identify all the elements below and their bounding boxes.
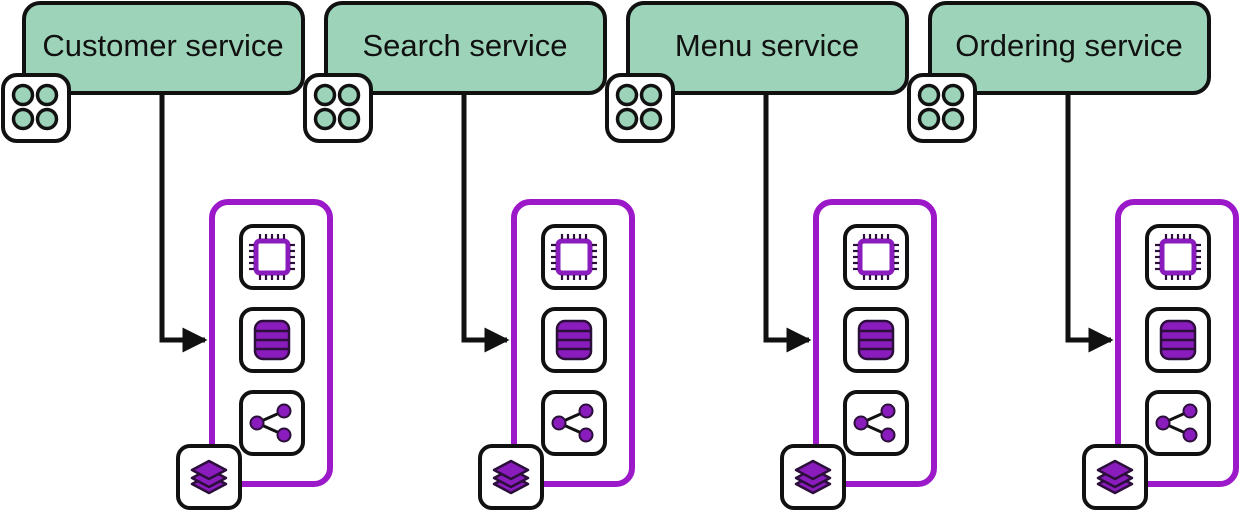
service-to-infrastructure-arrow bbox=[159, 93, 208, 353]
chip-body bbox=[1159, 238, 1197, 276]
module-icon-dot bbox=[35, 83, 59, 107]
stack-layer bbox=[492, 459, 530, 481]
chip-body bbox=[555, 238, 593, 276]
service-box bbox=[626, 1, 909, 95]
service-label: Customer service bbox=[42, 28, 283, 63]
layers-stack-icon bbox=[780, 444, 846, 510]
share-node bbox=[249, 415, 265, 431]
share-node bbox=[853, 415, 869, 431]
service-box bbox=[324, 1, 607, 95]
database-icon bbox=[843, 307, 909, 373]
share-node bbox=[276, 427, 292, 443]
cpu-chip-icon bbox=[843, 224, 909, 290]
service-label: Ordering service bbox=[955, 28, 1182, 63]
service-column: Ordering service bbox=[907, 1, 1239, 510]
four-dots-module-icon bbox=[907, 73, 977, 143]
share-network-icon bbox=[541, 390, 607, 456]
module-icon-dot bbox=[917, 83, 941, 107]
stack-layer bbox=[1096, 459, 1134, 481]
layers-stack-icon bbox=[478, 444, 544, 510]
module-icon-dot bbox=[337, 107, 361, 131]
layers-stack-icon bbox=[176, 444, 242, 510]
module-icon-dot bbox=[11, 83, 35, 107]
module-icon-dot bbox=[337, 83, 361, 107]
share-node bbox=[1182, 403, 1198, 419]
layers-stack-icon bbox=[1082, 444, 1148, 510]
module-icon-dot bbox=[615, 107, 639, 131]
share-node bbox=[1182, 427, 1198, 443]
share-node bbox=[578, 403, 594, 419]
share-node bbox=[880, 403, 896, 419]
service-column: Search service bbox=[303, 1, 635, 510]
share-node bbox=[551, 415, 567, 431]
service-to-infrastructure-arrow bbox=[763, 93, 812, 353]
service-label: Menu service bbox=[675, 28, 859, 63]
service-box bbox=[928, 1, 1211, 95]
module-icon-dot bbox=[639, 107, 663, 131]
module-icon-dot bbox=[941, 107, 965, 131]
module-icon-dot bbox=[941, 83, 965, 107]
share-node bbox=[880, 427, 896, 443]
share-node bbox=[1155, 415, 1171, 431]
module-icon-dot bbox=[639, 83, 663, 107]
share-node bbox=[578, 427, 594, 443]
database-icon bbox=[1145, 307, 1211, 373]
module-icon-frame bbox=[1, 73, 71, 143]
cpu-chip-icon bbox=[541, 224, 607, 290]
service-column: Menu service bbox=[605, 1, 937, 510]
service-to-infrastructure-arrow bbox=[461, 93, 510, 353]
database-icon bbox=[239, 307, 305, 373]
module-icon-dot bbox=[11, 107, 35, 131]
stack-layer bbox=[794, 459, 832, 481]
share-network-icon bbox=[239, 390, 305, 456]
database-icon bbox=[541, 307, 607, 373]
module-icon-dot bbox=[313, 107, 337, 131]
service-box bbox=[22, 1, 305, 95]
module-icon-dot bbox=[917, 107, 941, 131]
four-dots-module-icon bbox=[1, 73, 71, 143]
four-dots-module-icon bbox=[605, 73, 675, 143]
module-icon-dot bbox=[615, 83, 639, 107]
chip-body bbox=[253, 238, 291, 276]
service-to-infrastructure-arrow bbox=[1065, 93, 1114, 353]
cpu-chip-icon bbox=[239, 224, 305, 290]
module-icon-frame bbox=[907, 73, 977, 143]
module-icon-frame bbox=[303, 73, 373, 143]
service-column: Customer service bbox=[1, 1, 333, 510]
share-network-icon bbox=[1145, 390, 1211, 456]
four-dots-module-icon bbox=[303, 73, 373, 143]
stack-layer bbox=[190, 459, 228, 481]
service-label: Search service bbox=[362, 28, 567, 63]
share-node bbox=[276, 403, 292, 419]
module-icon-frame bbox=[605, 73, 675, 143]
share-network-icon bbox=[843, 390, 909, 456]
module-icon-dot bbox=[313, 83, 337, 107]
chip-body bbox=[857, 238, 895, 276]
cpu-chip-icon bbox=[1145, 224, 1211, 290]
module-icon-dot bbox=[35, 107, 59, 131]
